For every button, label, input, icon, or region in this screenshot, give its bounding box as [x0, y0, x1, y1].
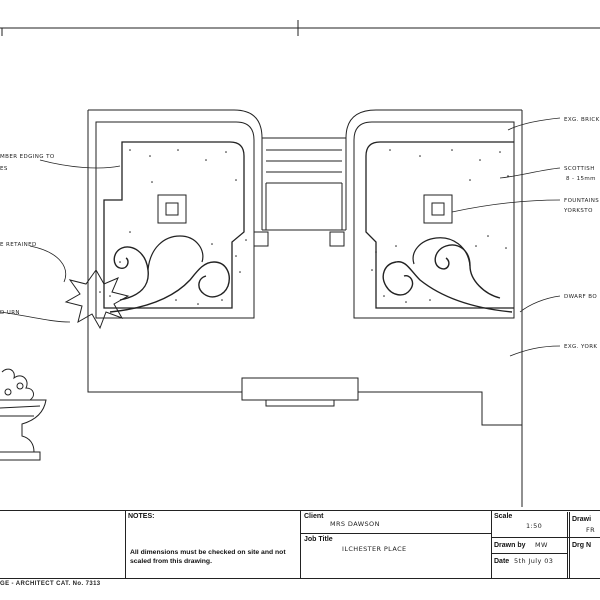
- notes-label: NOTES:: [128, 513, 155, 520]
- shrub-symbol: [64, 269, 130, 330]
- front-step-lower: [265, 399, 335, 407]
- drawn-by-value: MW: [535, 541, 548, 549]
- drg-no-label: Drg N: [572, 542, 592, 549]
- right-fountain-base: [423, 194, 453, 224]
- left-bed-outer: [95, 121, 255, 319]
- left-fountain: [165, 202, 179, 216]
- leader-lines: [0, 117, 561, 357]
- date-value: 5th July 03: [514, 557, 554, 565]
- client-label: Client: [304, 513, 324, 520]
- planting-stipple: [99, 149, 509, 305]
- terrace-boundary: [87, 109, 523, 507]
- urn-drawing: [0, 368, 47, 461]
- title-block-ref: GE - ARCHITECT CAT. No. 7313: [0, 581, 101, 587]
- right-bed-outer: [353, 121, 515, 319]
- label-yorkstone: YORKSTO: [563, 208, 593, 214]
- left-fountain-base: [157, 194, 187, 224]
- scale-value: 1:50: [526, 522, 543, 530]
- scale-label: Scale: [494, 513, 513, 520]
- right-box-scroll: [382, 244, 513, 313]
- label-retained: E RETAINED: [0, 242, 37, 248]
- label-timber-edging-2: ES: [0, 166, 8, 172]
- left-box-scroll: [109, 246, 230, 313]
- right-fountain: [431, 202, 445, 216]
- label-timber-edging-1: MBER EDGING TO: [0, 154, 55, 160]
- front-step: [241, 377, 359, 401]
- notes-text: All dimensions must be checked on site a…: [130, 549, 286, 565]
- job-title-value: ILCHESTER PLACE: [342, 545, 407, 553]
- drawn-by-label: Drawn by: [494, 542, 526, 549]
- client-value: MRS DAWSON: [330, 520, 380, 528]
- garden-plan-drawing: EXG. BRICK SCOTTISH 8 - 15mm FOUNTAINS Y…: [0, 20, 600, 507]
- label-scottish-size: 8 - 15mm: [566, 176, 596, 182]
- label-dwarf-box: DWARF BO: [564, 294, 597, 300]
- steps: [262, 137, 346, 231]
- label-scottish: SCOTTISH: [564, 166, 595, 172]
- label-exg-brick: EXG. BRICK: [564, 117, 600, 123]
- left-bed-inner: [103, 141, 245, 309]
- drawing-label: Drawi: [572, 516, 592, 523]
- label-urn: D URN: [0, 310, 20, 316]
- date-label: Date: [494, 558, 510, 565]
- job-title-label: Job Title: [304, 536, 333, 543]
- label-fountains: FOUNTAINS: [564, 198, 599, 204]
- right-bed-inner: [365, 141, 514, 309]
- title-block-bottom-strip: [0, 578, 600, 592]
- drawing-value: FR: [586, 526, 596, 534]
- label-exg-york: EXG. YORK: [564, 344, 597, 350]
